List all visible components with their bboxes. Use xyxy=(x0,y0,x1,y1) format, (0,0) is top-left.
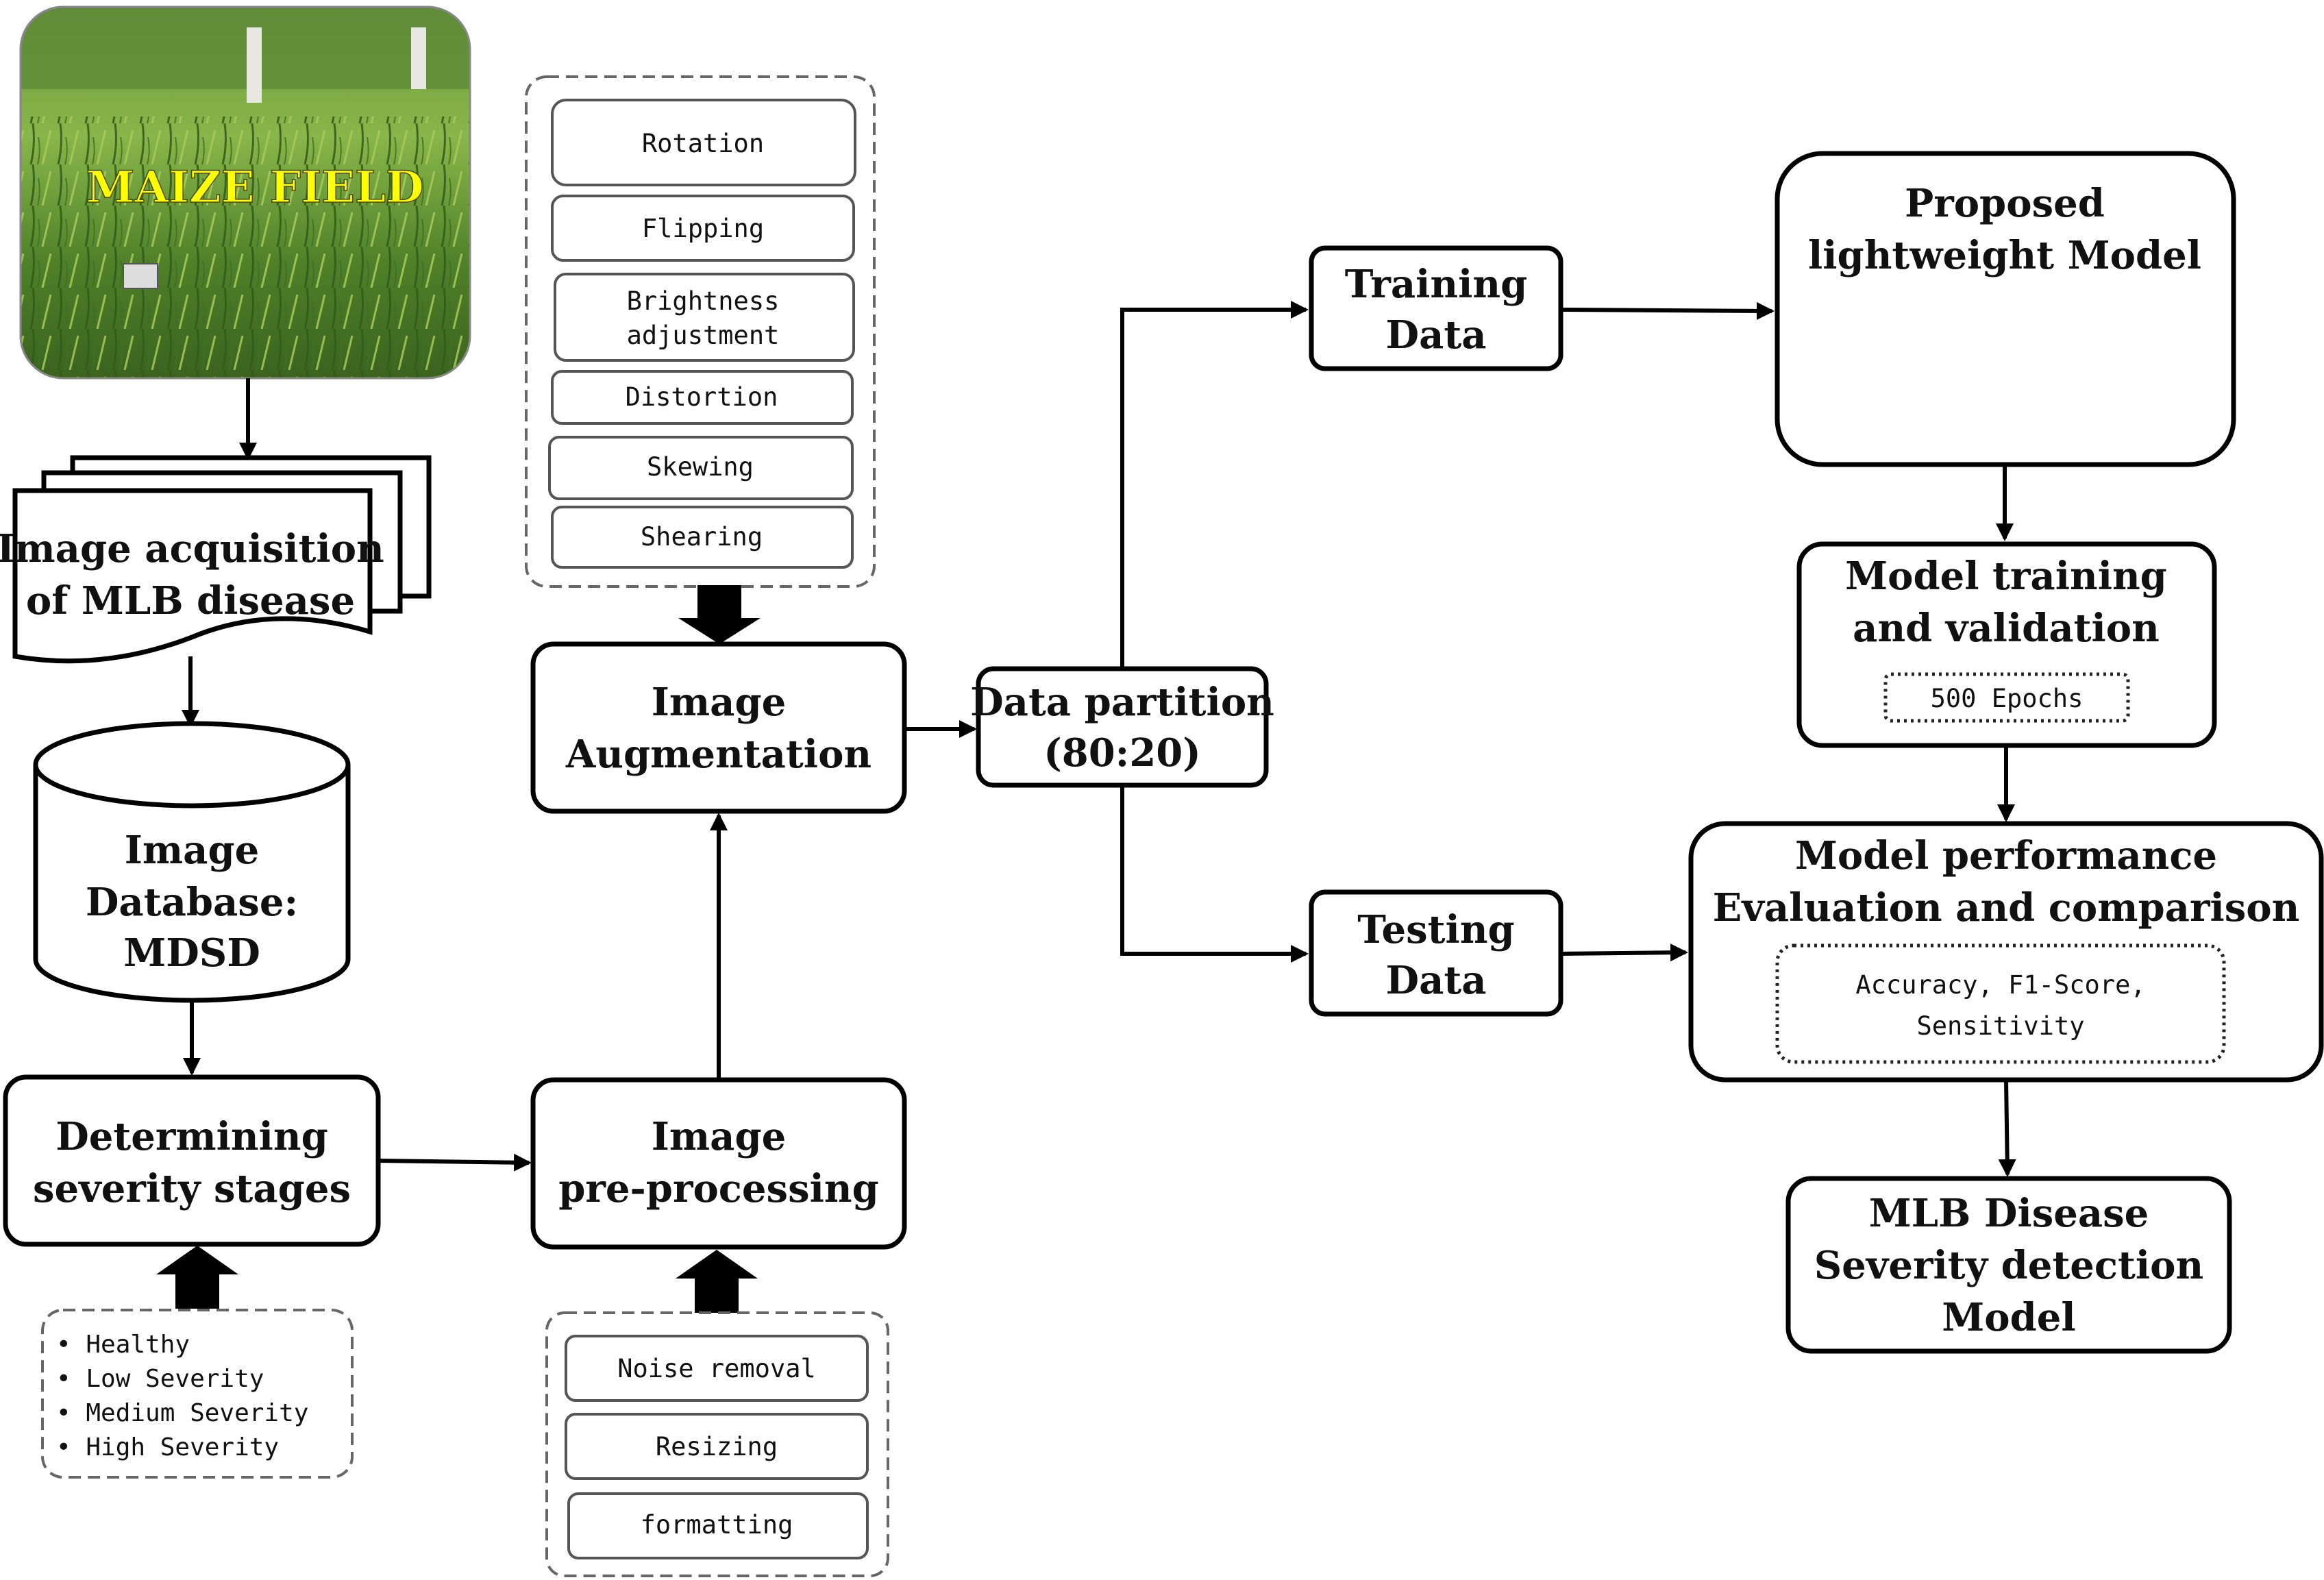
final-model-node: MLB Disease Severity detection Model xyxy=(1785,1176,2232,1354)
preprocessing-steps-box: Noise removal Resizing formatting xyxy=(545,1311,889,1577)
augmentation-step: Skewing xyxy=(647,452,754,482)
image-acquisition-node: Image acquisition of MLB disease xyxy=(0,455,432,664)
augmentation-line-2: Augmentation xyxy=(565,732,872,777)
training-line-1: Training xyxy=(1345,262,1528,307)
augmentation-steps-box: Rotation Flipping Brightness adjustment … xyxy=(525,75,876,588)
model-training-node: Model training and validation 500 Epochs xyxy=(1796,541,2217,748)
training-data-node: Training Data xyxy=(1309,245,1563,371)
arrow-training-to-proposed xyxy=(1560,301,1775,320)
final-line-2: Severity detection xyxy=(1814,1243,2204,1288)
arrow-evaluation-to-final xyxy=(1998,1079,2016,1177)
testing-data-node: Testing Data xyxy=(1309,889,1563,1017)
proposed-line-1: Proposed xyxy=(1905,181,2105,226)
severity-list-box: • Healthy • Low Severity • Medium Severi… xyxy=(41,1309,354,1479)
database-line-2: Database: xyxy=(86,880,298,925)
acquisition-line-2: of MLB disease xyxy=(26,578,355,624)
partition-line-1: Data partition xyxy=(970,680,1274,725)
database-line-3: MDSD xyxy=(123,930,260,976)
arrow-partition-to-training xyxy=(1120,301,1309,669)
acquisition-line-1: Image acquisition xyxy=(0,526,384,571)
testing-line-1: Testing xyxy=(1357,907,1514,952)
training-line-2: Data xyxy=(1386,312,1487,358)
augmentation-step: Flipping xyxy=(642,214,764,243)
augmentation-step-line-2: adjustment xyxy=(627,321,780,350)
maize-field-image: MAIZE FIELD xyxy=(19,5,471,380)
preprocessing-step: Resizing xyxy=(656,1432,778,1461)
model-training-line-2: and validation xyxy=(1853,606,2160,651)
preprocessing-step: Noise removal xyxy=(617,1354,816,1383)
data-partition-node: Data partition (80:20) xyxy=(970,666,1274,788)
preprocessing-line-1: Image xyxy=(652,1114,787,1159)
severity-list-item: • Medium Severity xyxy=(56,1399,308,1427)
thick-arrow-augmentation-steps xyxy=(678,585,761,644)
evaluation-node: Model performance Evaluation and compari… xyxy=(1688,821,2324,1083)
epochs-label: 500 Epochs xyxy=(1931,684,2084,713)
augmentation-node: Image Augmentation xyxy=(530,641,907,814)
partition-line-2: (80:20) xyxy=(1043,730,1201,776)
preprocessing-line-2: pre-processing xyxy=(558,1166,878,1211)
arrow-severity-to-preprocessing xyxy=(378,1153,532,1172)
thick-arrow-severity-list xyxy=(156,1246,238,1309)
proposed-model-node: Proposed lightweight Model xyxy=(1775,151,2236,467)
evaluation-line-1: Model performance xyxy=(1795,833,2217,878)
severity-list-item: • High Severity xyxy=(56,1433,279,1461)
database-line-1: Image xyxy=(125,828,260,873)
severity-line-1: Determining xyxy=(55,1114,328,1159)
metrics-line-1: Accuracy, F1-Score, xyxy=(1855,970,2145,1000)
augmentation-step: Brightness xyxy=(627,286,780,316)
model-training-line-1: Model training xyxy=(1845,554,2167,599)
arrow-partition-to-testing xyxy=(1120,785,1309,963)
final-line-3: Model xyxy=(1942,1295,2075,1340)
preprocessing-step: formatting xyxy=(641,1510,793,1540)
testing-line-2: Data xyxy=(1386,958,1487,1003)
thick-arrow-preprocessing-steps xyxy=(676,1250,758,1313)
arrow-testing-to-evaluation xyxy=(1560,943,1688,962)
preprocessing-node: Image pre-processing xyxy=(530,1077,907,1250)
augmentation-step: Shearing xyxy=(641,522,763,552)
maize-field-label: MAIZE FIELD xyxy=(86,162,424,213)
proposed-line-2: lightweight Model xyxy=(1808,233,2201,278)
severity-line-2: severity stages xyxy=(33,1166,351,1211)
severity-stages-node: Determining severity stages xyxy=(3,1074,381,1247)
severity-list-item: • Low Severity xyxy=(56,1365,264,1393)
augmentation-step: Rotation xyxy=(642,129,764,158)
final-line-1: MLB Disease xyxy=(1869,1191,2149,1236)
severity-list-item: • Healthy xyxy=(56,1331,190,1359)
image-database-node: Image Database: MDSD xyxy=(33,721,351,1003)
augmentation-line-1: Image xyxy=(652,680,787,725)
augmentation-step: Distortion xyxy=(626,382,778,412)
metrics-line-2: Sensitivity xyxy=(1916,1011,2084,1041)
evaluation-line-2: Evaluation and comparison xyxy=(1713,885,2300,930)
